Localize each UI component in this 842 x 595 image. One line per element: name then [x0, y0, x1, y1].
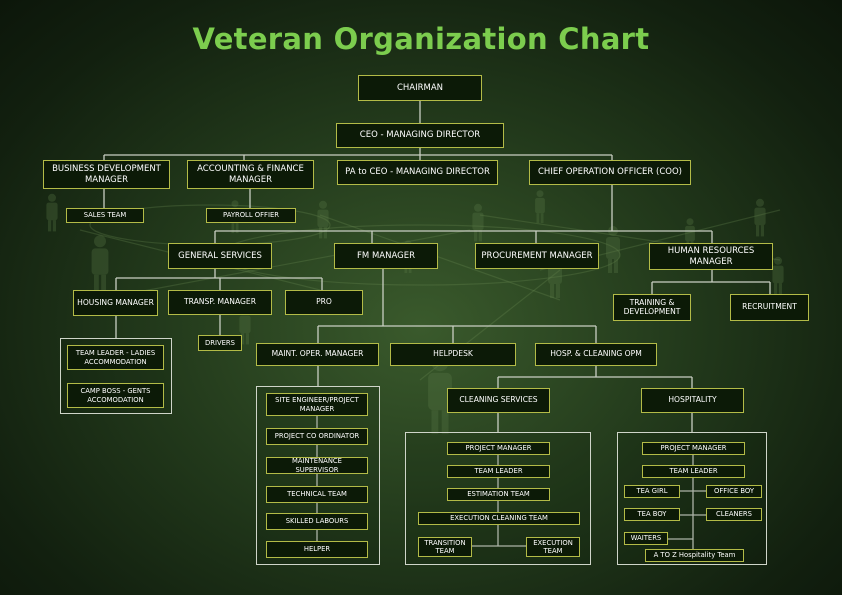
node-helper[interactable]: HELPER: [266, 541, 368, 558]
node-maint-oper-manager[interactable]: MAINT. OPER. MANAGER: [256, 343, 379, 366]
node-transp-manager[interactable]: TRANSP. MANAGER: [168, 290, 272, 315]
node-cs-project-manager[interactable]: PROJECT MANAGER: [447, 442, 550, 455]
node-waiters[interactable]: WAITERS: [624, 532, 668, 545]
node-site-engineer[interactable]: SITE ENGINEER/PROJECT MANAGER: [266, 393, 368, 416]
node-payroll[interactable]: PAYROLL OFFIER: [206, 208, 296, 223]
node-transition-team[interactable]: TRANSITION TEAM: [418, 537, 472, 557]
node-general-services[interactable]: GENERAL SERVICES: [168, 243, 272, 269]
node-recruitment[interactable]: RECRUITMENT: [730, 294, 809, 321]
node-project-coordinator[interactable]: PROJECT CO ORDINATOR: [266, 428, 368, 445]
node-drivers[interactable]: DRIVERS: [198, 335, 242, 351]
node-chairman[interactable]: CHAIRMAN: [358, 75, 482, 101]
node-h-team-leader[interactable]: TEAM LEADER: [642, 465, 745, 478]
node-hosp-cleaning-opm[interactable]: HOSP. & CLEANING OPM: [535, 343, 657, 366]
node-bdm[interactable]: BUSINESS DEVELOPMENT MANAGER: [43, 160, 170, 189]
node-coo[interactable]: CHIEF OPERATION OFFICER (COO): [529, 160, 691, 185]
node-execution-cleaning-team[interactable]: EXECUTION CLEANING TEAM: [418, 512, 580, 525]
node-training[interactable]: TRAINING & DEVELOPMENT: [613, 294, 691, 321]
node-tea-boy[interactable]: TEA BOY: [624, 508, 680, 521]
node-office-boy[interactable]: OFFICE BOY: [706, 485, 762, 498]
node-camp-boss[interactable]: CAMP BOSS - GENTS ACCOMODATION: [67, 383, 164, 408]
node-ceo[interactable]: CEO - MANAGING DIRECTOR: [336, 123, 504, 148]
node-h-project-manager[interactable]: PROJECT MANAGER: [642, 442, 745, 455]
node-pa-ceo[interactable]: PA to CEO - MANAGING DIRECTOR: [337, 160, 498, 185]
node-cleaners[interactable]: CLEANERS: [706, 508, 762, 521]
node-helpdesk[interactable]: HELPDESK: [390, 343, 516, 366]
node-sales-team[interactable]: SALES TEAM: [66, 208, 144, 223]
node-skilled-labours[interactable]: SKILLED LABOURS: [266, 513, 368, 530]
node-hr[interactable]: HUMAN RESOURCES MANAGER: [649, 243, 773, 270]
chart-title: Veteran Organization Chart: [192, 22, 650, 56]
node-afm[interactable]: ACCOUNTING & FINANCE MANAGER: [187, 160, 314, 189]
node-cs-team-leader[interactable]: TEAM LEADER: [447, 465, 550, 478]
node-estimation-team[interactable]: ESTIMATION TEAM: [447, 488, 550, 501]
node-tea-girl[interactable]: TEA GIRL: [624, 485, 680, 498]
node-a-to-z-hospitality[interactable]: A TO Z Hospitality Team: [645, 549, 744, 562]
node-team-leader-ladies[interactable]: TEAM LEADER - LADIES ACCOMMODATION: [67, 345, 164, 370]
node-housing-manager[interactable]: HOUSING MANAGER: [73, 290, 158, 316]
node-technical-team[interactable]: TECHNICAL TEAM: [266, 486, 368, 503]
node-execution-team[interactable]: EXECUTION TEAM: [526, 537, 580, 557]
node-procurement[interactable]: PROCUREMENT MANAGER: [475, 243, 599, 269]
node-maintenance-supervisor[interactable]: MAINTENANCE SUPERVISOR: [266, 457, 368, 474]
node-cleaning-services[interactable]: CLEANING SERVICES: [447, 388, 550, 413]
node-fm-manager[interactable]: FM MANAGER: [334, 243, 438, 269]
node-pro[interactable]: PRO: [285, 290, 363, 315]
node-hospitality[interactable]: HOSPITALITY: [641, 388, 744, 413]
